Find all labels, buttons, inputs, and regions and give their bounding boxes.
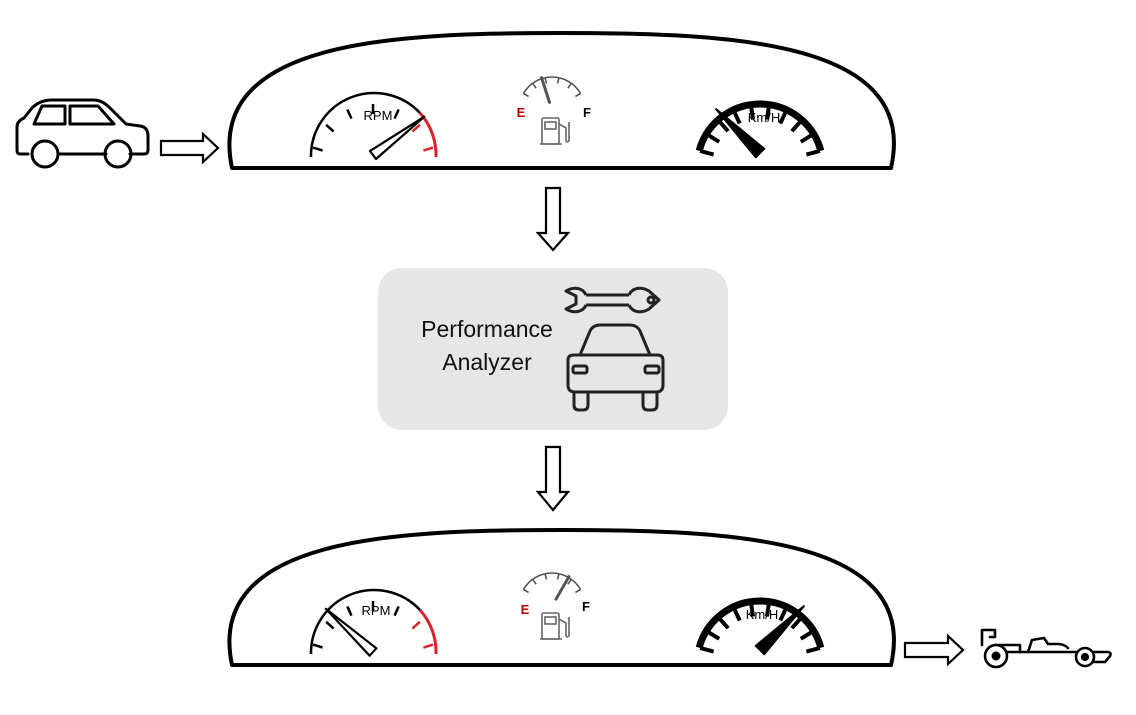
speed-tick — [778, 109, 789, 125]
fuel-tick — [574, 92, 581, 98]
fuel-tick — [531, 578, 537, 585]
rpm-needle-shape — [368, 115, 426, 161]
fuel-pump-icon — [540, 117, 570, 145]
analyzer-box — [378, 268, 728, 430]
down-arrow-1 — [535, 186, 571, 252]
fuel-tick — [544, 77, 548, 84]
speed-label: Km/H — [746, 607, 779, 622]
dashboard-outline — [227, 528, 896, 667]
fuel-tick — [544, 573, 548, 580]
speed-tick — [706, 629, 721, 641]
speed-gauge: Km/H — [695, 100, 825, 159]
rpm-tick — [325, 123, 335, 133]
speed-tick — [699, 149, 715, 157]
speed-tick — [731, 606, 742, 622]
down-arrow-2 — [535, 445, 571, 512]
performance-analyzer: Performance Analyzer — [378, 268, 728, 430]
wrench-icon — [564, 286, 661, 314]
analyzer-title-line1: Performance — [421, 316, 553, 342]
speed-tick — [805, 646, 821, 654]
speed-tick — [699, 646, 715, 654]
rpm-tick — [411, 620, 421, 630]
fuel-gauge: E F — [521, 572, 590, 640]
speed-tick — [790, 616, 803, 630]
fuel-arc — [522, 76, 582, 94]
fuel-tick — [556, 573, 560, 580]
rpm-needle — [368, 115, 426, 161]
fuel-full-label: F — [582, 599, 590, 614]
speed-tick — [799, 132, 814, 144]
output-arrow — [903, 633, 965, 667]
fuel-tick — [523, 92, 530, 98]
speed-tick — [717, 616, 730, 630]
fuel-empty-label: E — [517, 105, 526, 120]
speed-tick — [706, 132, 721, 144]
speed-tick — [749, 105, 756, 120]
rpm-gauge: RPM — [309, 588, 438, 657]
speed-tick — [805, 149, 821, 157]
speed-arc — [695, 597, 825, 649]
fuel-tick — [556, 77, 560, 84]
fuel-needle — [554, 575, 571, 601]
rpm-tick — [423, 643, 434, 649]
rpm-label: RPM — [364, 108, 393, 123]
input-arrow — [159, 131, 220, 165]
speed-tick — [790, 119, 803, 133]
rpm-label: RPM — [362, 603, 391, 618]
rpm-needle-shape — [324, 607, 378, 657]
speed-label: Km/H — [748, 110, 781, 125]
rpm-tick — [423, 146, 434, 152]
car-front-icon — [566, 323, 665, 412]
hatchback-car-icon — [15, 98, 150, 169]
fuel-pump-icon — [540, 612, 570, 640]
speed-arc — [695, 100, 825, 152]
rpm-tick — [393, 108, 400, 120]
fuel-full-label: F — [583, 105, 591, 120]
speed-needle — [754, 605, 805, 656]
fuel-tick — [567, 578, 573, 585]
rpm-tick — [325, 620, 335, 630]
fuel-arc — [522, 572, 582, 590]
rpm-gauge: RPM — [309, 91, 438, 161]
fuel-tick — [574, 588, 581, 594]
rpm-tick — [411, 123, 421, 133]
speed-tick — [764, 105, 771, 120]
analyzer-title-line2: Analyzer — [442, 349, 532, 375]
fuel-needle-shape — [539, 76, 552, 104]
rpm-tick — [312, 643, 323, 649]
dashboard-outline — [227, 31, 896, 170]
fuel-gauge: E F — [517, 76, 591, 145]
rpm-tick — [312, 146, 323, 152]
speed-tick — [731, 109, 742, 125]
speed-tick — [799, 629, 814, 641]
speed-tick — [778, 606, 789, 622]
fuel-tick — [567, 82, 573, 89]
race-car-icon — [980, 628, 1112, 669]
speed-tick — [764, 602, 771, 617]
rpm-tick — [393, 605, 400, 617]
fuel-needle-shape — [554, 575, 571, 601]
fuel-tick — [531, 82, 537, 89]
fuel-needle — [539, 76, 552, 104]
speed-gauge: Km/H — [695, 597, 825, 656]
rpm-tick — [346, 108, 353, 120]
speed-needle-shape — [715, 108, 766, 159]
speed-needle — [715, 108, 766, 159]
rpm-needle — [324, 607, 378, 657]
fuel-tick — [523, 588, 530, 594]
speed-tick — [749, 602, 756, 617]
speed-needle-shape — [754, 605, 805, 656]
dashboard-after: RPM E F Km/H — [227, 528, 896, 667]
fuel-empty-label: E — [521, 602, 530, 617]
speed-tick — [717, 119, 730, 133]
dashboard-before: RPM E F Km/H — [227, 31, 896, 170]
rpm-tick — [346, 605, 353, 617]
